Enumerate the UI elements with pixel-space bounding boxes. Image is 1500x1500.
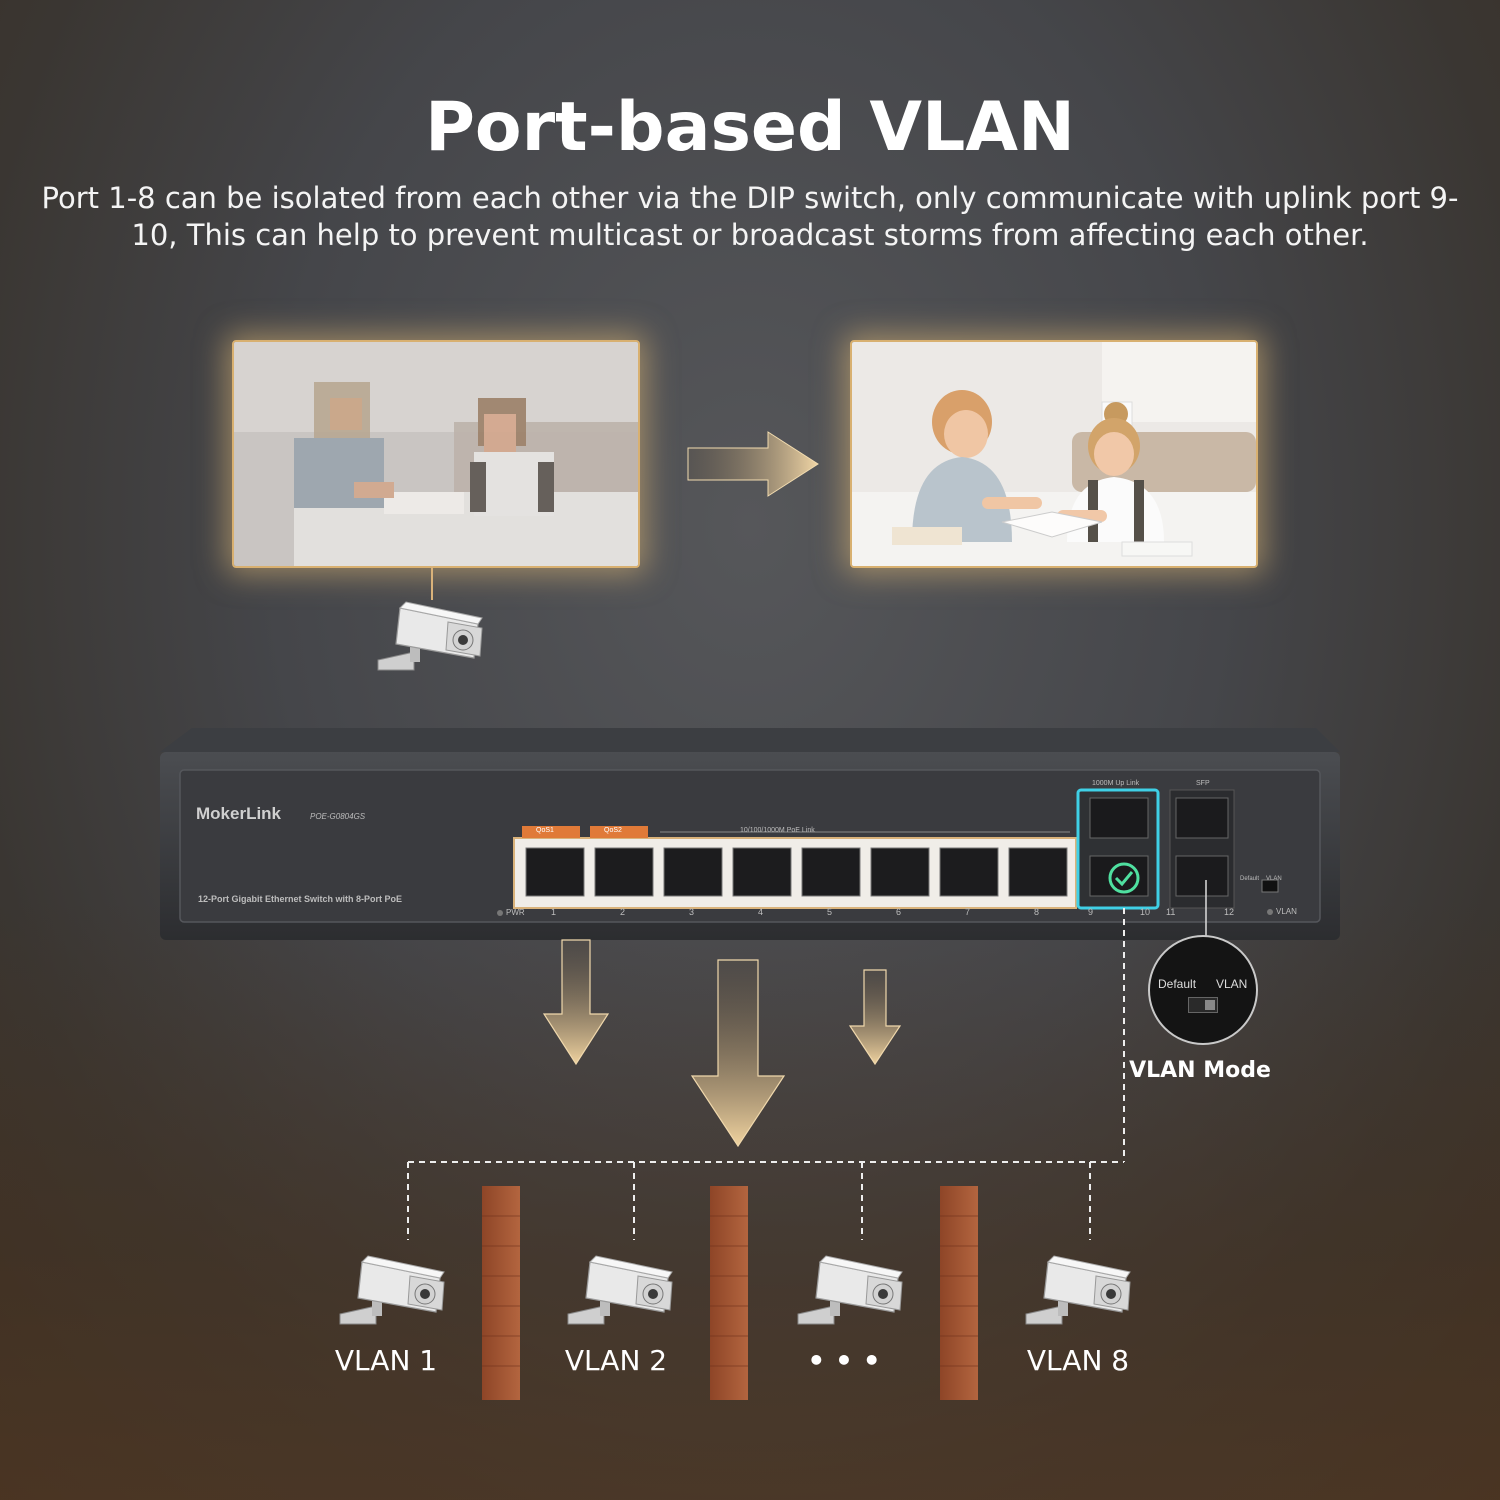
down-arrow-1 — [542, 939, 610, 1066]
description-text: Port 1-8 can be isolated from each other… — [41, 181, 1459, 252]
port-number: 6 — [896, 907, 902, 917]
dip-label-default: Default — [1240, 876, 1260, 882]
vlan-label: VLAN 1 — [334, 1344, 438, 1377]
port-number: 11 — [1166, 907, 1176, 917]
camera-icon-top — [377, 601, 483, 671]
port-number: 5 — [827, 907, 833, 917]
qos1-label: QoS1 — [536, 827, 554, 834]
qos2-label: QoS2 — [604, 827, 622, 834]
page-title: Port-based VLAN — [425, 88, 1075, 167]
port-number: 3 — [689, 907, 695, 917]
dip-label-vlan: VLAN — [1266, 876, 1282, 882]
network-switch — [160, 728, 1340, 940]
port-number: 2 — [620, 907, 626, 917]
right-arrow — [687, 431, 819, 497]
port-number: 8 — [1034, 907, 1040, 917]
vlan-label-ellipsis: • • • — [807, 1344, 881, 1377]
vlan-led-label: VLAN — [1276, 907, 1297, 916]
switch-brand: MokerLink — [196, 804, 282, 823]
camera-icon-vlan2 — [567, 1255, 673, 1325]
vlan-mode-label: VLAN Mode — [1129, 1058, 1271, 1083]
pwr-label: PWR — [506, 908, 525, 917]
dip-vlan-label: VLAN — [1216, 977, 1248, 991]
camera-icon-vlan-mid — [797, 1255, 903, 1325]
port-number: 9 — [1088, 907, 1094, 917]
uplink-label: 1000M Up Link — [1092, 780, 1140, 787]
vlan-label: VLAN 8 — [1026, 1344, 1130, 1377]
camera-icon-vlan1 — [339, 1255, 445, 1325]
port-number: 10 — [1140, 907, 1151, 917]
port-number: 7 — [965, 907, 971, 917]
pixelated-video-frame — [232, 340, 640, 568]
switch-model: POE-G0804GS — [310, 812, 366, 821]
port-number: 1 — [551, 907, 557, 917]
vlan-links — [407, 908, 1125, 1240]
down-arrow-3 — [848, 969, 902, 1066]
firewall-walls — [482, 1186, 978, 1400]
camera-icon-vlan8 — [1025, 1255, 1131, 1325]
clear-video-frame — [850, 340, 1258, 568]
dip-switch-callout: Default VLAN — [1148, 935, 1258, 1045]
dip-default-label: Default — [1158, 977, 1197, 991]
dip-switch-knob — [1205, 1000, 1215, 1010]
vlan-label: VLAN 2 — [564, 1344, 668, 1377]
switch-subtitle: 12-Port Gigabit Ethernet Switch with 8-P… — [198, 894, 403, 904]
dip-switch-toggle — [1188, 997, 1218, 1013]
poe-group-label: 10/100/1000M PoE Link — [740, 827, 815, 834]
poe-ports — [525, 847, 1068, 897]
down-arrow-2 — [690, 959, 786, 1148]
port-number: 4 — [758, 907, 764, 917]
port-number: 12 — [1224, 907, 1235, 917]
sfp-label: SFP — [1196, 780, 1210, 787]
